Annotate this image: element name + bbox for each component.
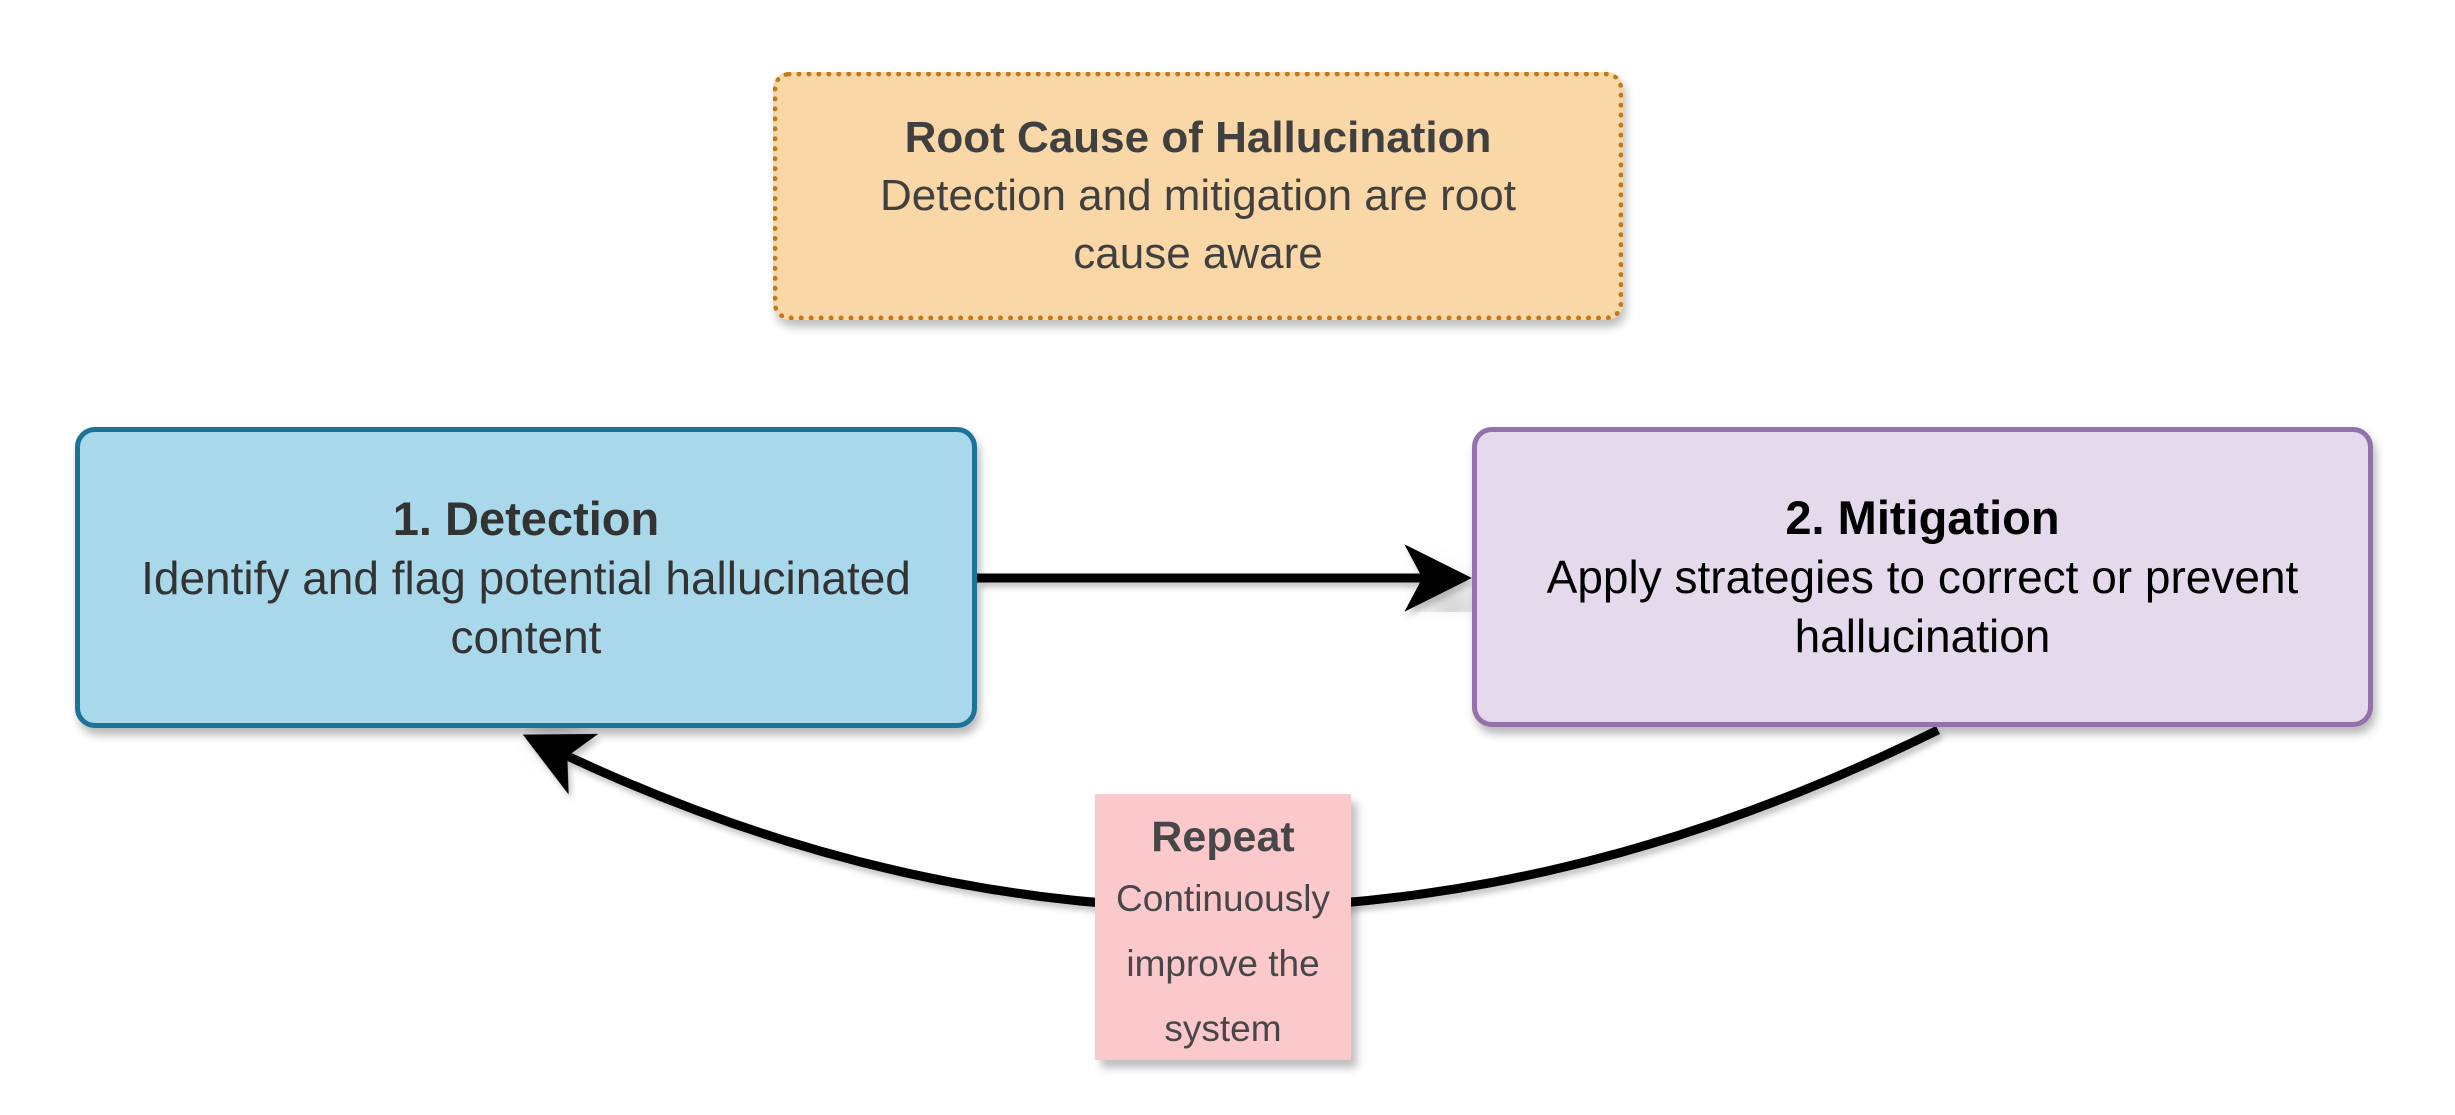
root-cause-note-title: Root Cause of Hallucination bbox=[904, 112, 1492, 162]
root-cause-note: Root Cause of Hallucination Detection an… bbox=[773, 72, 1623, 320]
edge-label-repeat-title: Repeat bbox=[1151, 813, 1295, 861]
node-detection-title: 1. Detection bbox=[392, 491, 660, 545]
root-cause-note-body: Detection and mitigation are root cause … bbox=[880, 170, 1516, 279]
node-mitigation: 2. Mitigation Apply strategies to correc… bbox=[1472, 427, 2373, 727]
node-mitigation-title: 2. Mitigation bbox=[1785, 491, 2060, 545]
node-detection: 1. Detection Identify and flag potential… bbox=[75, 427, 977, 728]
edge-label-repeat: Repeat Continuously improve the system bbox=[1095, 794, 1351, 1060]
node-mitigation-body: Apply strategies to correct or prevent h… bbox=[1546, 551, 2299, 663]
edge-label-repeat-body: Continuously improve the system bbox=[1116, 878, 1330, 1050]
node-detection-body: Identify and flag potential hallucinated… bbox=[141, 551, 911, 663]
